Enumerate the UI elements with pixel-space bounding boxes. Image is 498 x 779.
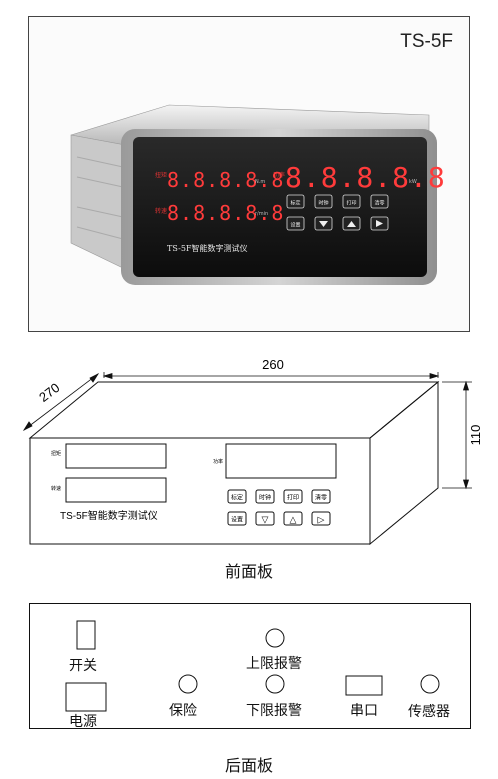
photo-button-print: 打印 bbox=[346, 200, 356, 207]
front-power-label: 功率 bbox=[213, 458, 223, 465]
power-label: 电源 bbox=[69, 714, 97, 730]
front-button-calibrate: 标定 bbox=[231, 494, 243, 502]
photo-device-name: TS-5F智能数字测试仪 bbox=[167, 243, 247, 253]
fuse-icon bbox=[178, 674, 198, 694]
photo-unit-speed: r/min bbox=[255, 211, 268, 217]
device-photo: 扭矩 转速 功率 8.8.8.8.8 8.8.8.8.8 8.8.8.8.8 N… bbox=[70, 104, 446, 285]
led-display-torque: 8.8.8.8.8 bbox=[167, 168, 284, 192]
front-button-clock: 时钟 bbox=[259, 494, 271, 502]
photo-power-label: 功率 bbox=[273, 171, 285, 179]
box-front bbox=[29, 437, 371, 545]
dim-height-label: 110 bbox=[468, 425, 483, 446]
sensor-connector-icon bbox=[420, 674, 440, 694]
front-face bbox=[133, 137, 427, 277]
front-device-name: TS-5F智能数字测试仪 bbox=[60, 509, 158, 522]
photo-button-right-icon bbox=[376, 220, 383, 227]
photo-button-clock: 时钟 bbox=[318, 200, 328, 207]
photo-button-down-icon bbox=[319, 221, 328, 227]
display-torque bbox=[65, 443, 167, 469]
product-photo-frame: TS-5F bbox=[28, 16, 470, 332]
led-display-power: 8.8.8.8.8 bbox=[285, 161, 446, 194]
upper-alarm-label: 上限报警 bbox=[246, 656, 302, 672]
front-button-right-icon: ▷ bbox=[318, 516, 325, 526]
upper-alarm-icon bbox=[265, 628, 285, 648]
front-button-row-2: 设置 ▽ △ ▷ bbox=[227, 511, 331, 526]
rear-panel-drawing bbox=[65, 620, 440, 712]
display-speed bbox=[65, 477, 167, 503]
display-power bbox=[225, 443, 337, 479]
photo-button-setup: 设置 bbox=[290, 222, 300, 229]
photo-unit-power: kW bbox=[409, 179, 417, 185]
photo-button-up-icon bbox=[347, 221, 356, 227]
front-button-setup: 设置 bbox=[231, 516, 243, 524]
dim-width bbox=[102, 372, 440, 380]
photo-button-clear: 清零 bbox=[374, 200, 384, 207]
fuse-label: 保险 bbox=[169, 703, 197, 719]
photo-button-grid: 标定 时钟 打印 清零 设置 bbox=[286, 194, 389, 231]
rear-panel-caption: 后面板 bbox=[224, 756, 273, 775]
front-button-down-icon: ▽ bbox=[262, 516, 269, 526]
photo-torque-label: 扭矩 bbox=[155, 171, 167, 179]
lower-alarm-icon bbox=[265, 674, 285, 694]
front-button-up-icon: △ bbox=[290, 516, 297, 526]
sensor-label: 传感器 bbox=[408, 704, 450, 720]
switch-label: 开关 bbox=[69, 658, 97, 674]
photo-unit-torque: N.m bbox=[255, 179, 265, 185]
front-panel-drawing: 260 270 110 扭矩 转速 功率 TS-5F智能数字测试仪 标定 时钟 … bbox=[22, 357, 483, 546]
dim-depth-label: 270 bbox=[36, 380, 62, 405]
dim-depth bbox=[22, 373, 100, 431]
photo-button-calibrate: 标定 bbox=[290, 200, 300, 207]
photo-speed-label: 转速 bbox=[155, 207, 167, 215]
rear-panel: 开关 电源 保险 上限报警 下限报警 串口 传感器 bbox=[29, 603, 471, 730]
front-panel-caption: 前面板 bbox=[224, 562, 273, 581]
model-title: TS-5F bbox=[400, 31, 453, 52]
front-speed-label: 转速 bbox=[51, 485, 61, 492]
serial-label: 串口 bbox=[350, 703, 378, 719]
lower-alarm-label: 下限报警 bbox=[246, 703, 302, 719]
power-socket-icon bbox=[65, 682, 107, 712]
led-display-speed: 8.8.8.8.8 bbox=[167, 201, 284, 225]
box-side bbox=[369, 380, 439, 546]
front-button-row-1: 标定 时钟 打印 清零 bbox=[227, 489, 331, 504]
front-torque-label: 扭矩 bbox=[51, 450, 61, 457]
dim-height bbox=[442, 380, 472, 490]
front-button-print: 打印 bbox=[287, 494, 299, 502]
dim-width-label: 260 bbox=[262, 357, 284, 372]
front-button-clear: 清零 bbox=[315, 494, 327, 502]
switch-icon bbox=[76, 620, 96, 650]
box-top bbox=[28, 381, 440, 439]
serial-port-icon bbox=[345, 675, 383, 696]
